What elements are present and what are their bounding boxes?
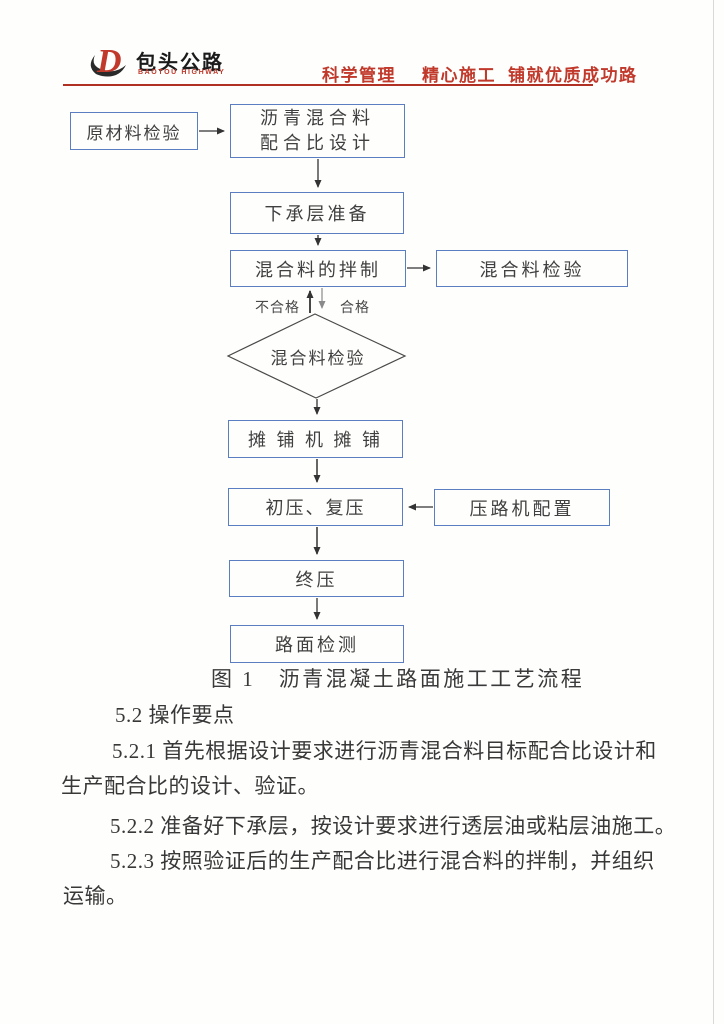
flow-node-label: 初压、复压 xyxy=(265,498,366,518)
slogan-gap xyxy=(396,61,422,86)
paragraph-5-2-3-line1: 5.2.3 按照验证后的生产配合比进行混合料的拌制，并组织 xyxy=(110,849,655,873)
flow-node-roller-config: 压路机配置 xyxy=(434,489,610,526)
flow-node-mix-blending: 混合料的拌制 xyxy=(230,250,406,287)
baotou-highway-logo-icon: D xyxy=(90,43,126,80)
flow-node-paver-paving: 摊 铺 机 摊 铺 xyxy=(228,420,403,458)
flow-node-label: 压路机配置 xyxy=(469,498,575,519)
slogan-part-1: 科学管理 xyxy=(322,66,396,85)
section-heading-5-2: 5.2 操作要点 xyxy=(115,703,235,727)
flow-node-final-compaction: 终压 xyxy=(229,560,404,597)
flow-node-label: 沥青混合料 xyxy=(260,108,375,128)
slogan-part-2: 精心施工 xyxy=(422,66,496,85)
paragraph-5-2-1-line2: 生产配合比的设计、验证。 xyxy=(61,774,319,798)
flow-node-label: 混合料的拌制 xyxy=(255,259,381,280)
paragraph-5-2-2: 5.2.2 准备好下承层，按设计要求进行透层油或粘层油施工。 xyxy=(110,814,677,838)
slogan-gap xyxy=(496,61,508,86)
flow-node-initial-recompaction: 初压、复压 xyxy=(228,488,403,526)
flow-node-label: 路面检测 xyxy=(275,635,359,655)
flow-node-mix-check-box: 混合料检验 xyxy=(436,250,628,287)
flow-decision-mix-check: 混合料检验 xyxy=(270,349,366,368)
flow-edge-label-fail: 不合格 xyxy=(255,301,300,316)
figure-caption: 图 1 沥青混凝土路面施工工艺流程 xyxy=(211,667,585,691)
header-slogan: 科学管理 精心施工 铺就优质成功路 xyxy=(322,61,638,86)
flow-node-raw-material-check: 原材料检验 xyxy=(70,112,198,150)
flow-node-label: 摊 铺 机 摊 铺 xyxy=(248,430,383,450)
flow-node-label: 原材料检验 xyxy=(86,123,182,143)
flow-node-mix-design: 沥青混合料 配合比设计 xyxy=(230,104,405,158)
flow-node-label: 配合比设计 xyxy=(260,133,375,153)
svg-text:D: D xyxy=(96,43,122,80)
paragraph-5-2-1-line1: 5.2.1 首先根据设计要求进行沥青混合料目标配合比设计和 xyxy=(112,739,657,763)
flow-node-label: 终压 xyxy=(295,569,338,590)
flow-node-subbase-prep: 下承层准备 xyxy=(230,192,404,234)
flow-edge-label-pass: 合格 xyxy=(340,301,370,316)
logo-company-name: 包头公路 xyxy=(136,52,224,74)
slogan-part-3: 铺就优质成功路 xyxy=(508,66,638,85)
flow-node-label: 混合料检验 xyxy=(479,259,585,280)
logo-company-name-en: BAOTOU HIGHWAY xyxy=(138,69,226,76)
header-red-rule xyxy=(63,84,593,86)
flow-node-label: 下承层准备 xyxy=(264,204,370,224)
flow-node-pavement-check: 路面检测 xyxy=(230,625,404,663)
scan-edge-artifact xyxy=(713,0,714,1024)
paragraph-5-2-3-line2: 运输。 xyxy=(63,884,128,908)
